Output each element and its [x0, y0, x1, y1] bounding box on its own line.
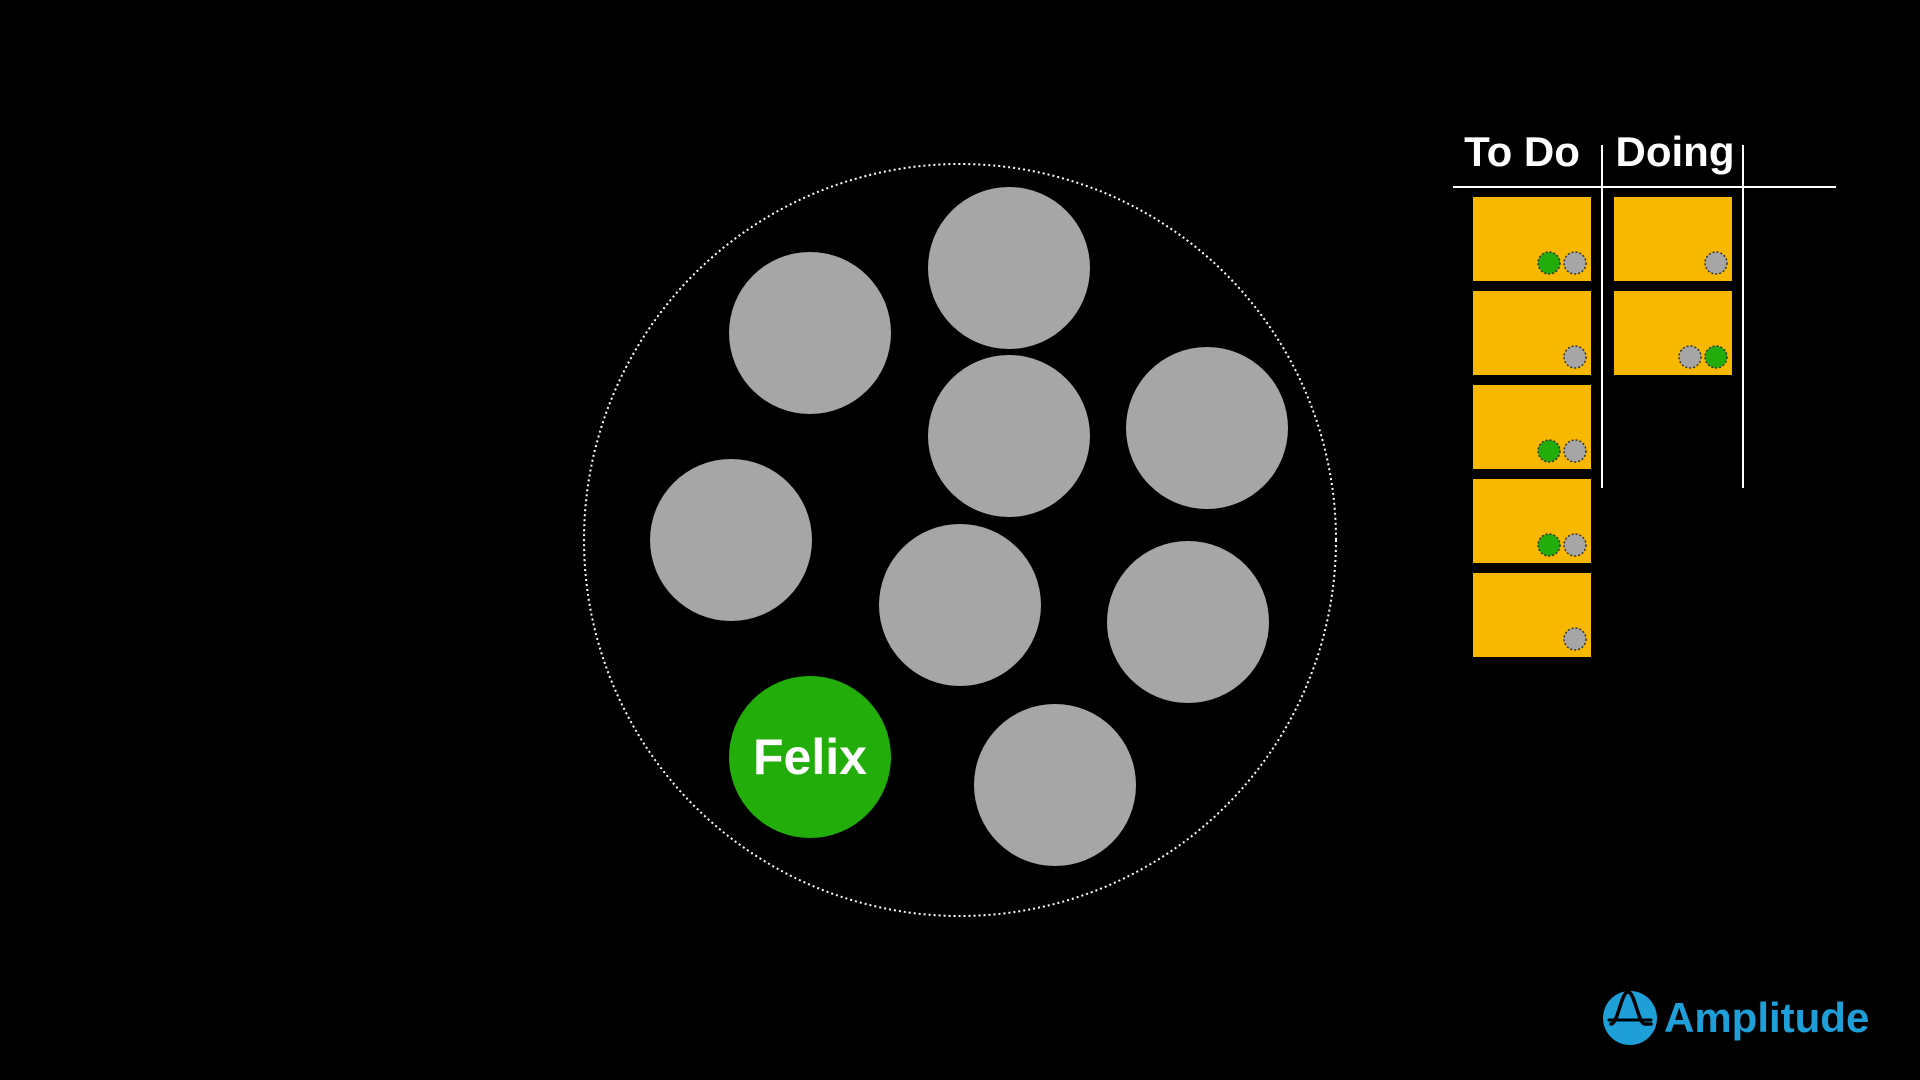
assignee-dot-highlighted	[1537, 533, 1561, 557]
task-card	[1473, 479, 1591, 563]
team-member	[928, 355, 1090, 517]
highlighted-member: Felix	[729, 676, 891, 838]
assignee-dot	[1678, 345, 1702, 369]
team-boundary	[583, 163, 1337, 917]
assignee-dot-highlighted	[1537, 251, 1561, 275]
team-member	[928, 187, 1090, 349]
board-cards	[1473, 197, 1732, 657]
assignee-dot	[1563, 439, 1587, 463]
task-card	[1614, 291, 1732, 375]
amplitude-wordmark: Amplitude	[1664, 994, 1869, 1041]
highlighted-member-circle	[729, 676, 891, 838]
team-member	[729, 252, 891, 414]
assignee-dot	[1563, 627, 1587, 651]
task-card	[1473, 385, 1591, 469]
team-member	[1107, 541, 1269, 703]
team-member	[1126, 347, 1288, 509]
team-member	[650, 459, 812, 621]
team-member	[974, 704, 1136, 866]
column-header-todo: To Do	[1464, 128, 1580, 175]
assignee-dot	[1563, 533, 1587, 557]
highlighted-member-name: Felix	[753, 729, 867, 785]
assignee-dot	[1563, 345, 1587, 369]
assignee-dot	[1704, 251, 1728, 275]
task-card	[1473, 197, 1591, 281]
column-header-doing: Doing	[1616, 128, 1735, 175]
assignee-dot	[1563, 251, 1587, 275]
team-group: Felix	[583, 163, 1337, 917]
assignee-dot-highlighted	[1704, 345, 1728, 369]
task-card	[1473, 291, 1591, 375]
kanban-board: To Do Doing	[1453, 128, 1836, 657]
amplitude-logo-icon	[1603, 990, 1657, 1045]
assignee-dot-highlighted	[1537, 439, 1561, 463]
task-card	[1614, 197, 1732, 281]
amplitude-logo: Amplitude	[1603, 990, 1869, 1045]
team-member	[879, 524, 1041, 686]
task-card	[1473, 573, 1591, 657]
